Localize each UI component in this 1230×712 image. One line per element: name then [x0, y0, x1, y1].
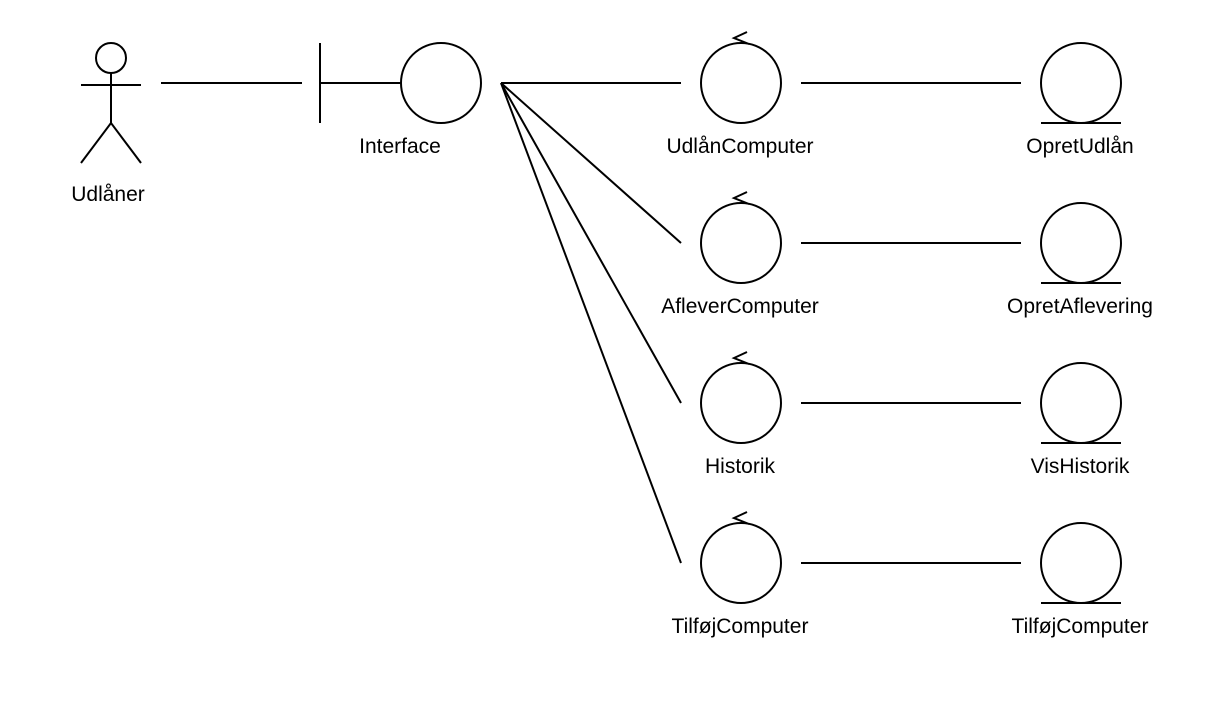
- control-icon: [700, 351, 782, 444]
- control-label-2: AfleverComputer: [661, 295, 819, 318]
- control-label-4: TilføjComputer: [672, 615, 809, 638]
- entity-icon: [1040, 362, 1122, 444]
- association-interface-control-4: [500, 82, 682, 564]
- entity-icon: [1040, 42, 1122, 124]
- control-icon: [700, 191, 782, 284]
- entity-label-4: TilføjComputer: [1012, 615, 1149, 638]
- entity-label-1: OpretUdlån: [1026, 135, 1133, 158]
- entity-label-2: OpretAflevering: [1007, 295, 1153, 318]
- actor-icon: [80, 42, 142, 164]
- actor-label: Udlåner: [71, 183, 145, 206]
- control-label-3: Historik: [705, 455, 776, 478]
- control-icon: [700, 31, 782, 124]
- control-label-1: UdlånComputer: [666, 135, 813, 158]
- boundary-icon: [319, 42, 482, 124]
- entity-icon: [1040, 202, 1122, 284]
- association-interface-control-3: [500, 82, 682, 404]
- entity-icon: [1040, 522, 1122, 604]
- control-icon: [700, 511, 782, 604]
- entity-label-3: VisHistorik: [1031, 455, 1130, 478]
- boundary-label: Interface: [359, 135, 441, 158]
- association-interface-control-2: [500, 82, 682, 244]
